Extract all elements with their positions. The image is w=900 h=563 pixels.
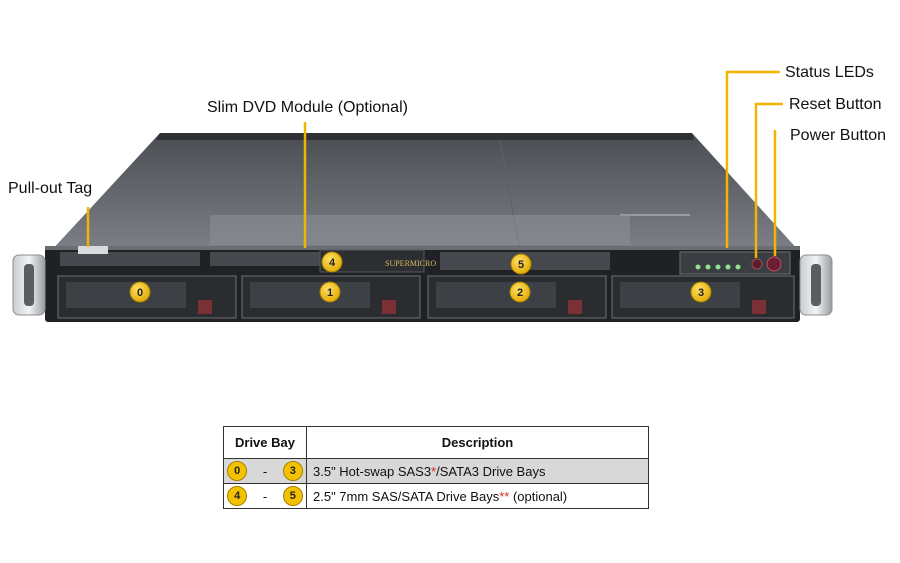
range-separator: - xyxy=(262,488,268,504)
bay-badge-1: 1 xyxy=(319,281,341,303)
bay-badge-label: 1 xyxy=(327,287,333,299)
description-main: 3.5" Hot-swap SAS3 xyxy=(313,463,432,479)
label-pull-out-tag: Pull-out Tag xyxy=(8,180,93,197)
drive-bay-0 xyxy=(57,275,237,319)
label-power-button: Power Button xyxy=(790,127,887,144)
status-led xyxy=(705,264,711,270)
bay-description: 2.5" 7mm SAS/SATA Drive Bays** (optional… xyxy=(306,483,649,509)
status-led-group xyxy=(695,264,741,270)
chassis-top-back-edge xyxy=(156,133,694,140)
status-led xyxy=(695,264,701,270)
power-button xyxy=(766,256,782,272)
description-rest: (optional) xyxy=(509,488,568,504)
label-slim-dvd: Slim DVD Module (Optional) xyxy=(207,99,408,116)
bay-badge-from: 0 xyxy=(227,461,248,481)
description-main: 2.5" 7mm SAS/SATA Drive Bays xyxy=(313,488,500,504)
drive-bay-table: Drive Bay Description 0 - 3 3.5" Hot-swa… xyxy=(223,426,649,509)
bay-badge-label: 3 xyxy=(698,287,704,299)
bay-badge-label: 2 xyxy=(517,287,523,299)
drive-bay-range: 0 - 3 xyxy=(223,458,307,484)
table-row: 4 - 5 2.5" 7mm SAS/SATA Drive Bays** (op… xyxy=(223,483,649,509)
callout-line-status-leds xyxy=(725,70,780,248)
server-front-diagram: SUPERMICRO 0 1 2 3 xyxy=(12,70,833,322)
callout-line-reset-button xyxy=(754,102,783,258)
bay-badge-label: 5 xyxy=(518,259,524,271)
bay-badge-label: 0 xyxy=(137,287,143,299)
footnote-mark: ** xyxy=(499,488,510,504)
bay-badge-4: 4 xyxy=(321,251,343,273)
table-header-row: Drive Bay Description xyxy=(223,426,649,459)
footnote-mark: * xyxy=(431,463,437,479)
status-led xyxy=(735,264,741,270)
description-rest: /SATA3 Drive Bays xyxy=(436,463,546,479)
label-status-leds: Status LEDs xyxy=(785,64,874,81)
bay-badge-to: 5 xyxy=(282,486,303,506)
status-led xyxy=(715,264,721,270)
drive-bay-range: 4 - 5 xyxy=(223,483,307,509)
column-header-description: Description xyxy=(306,426,649,459)
bay-badge-label: 4 xyxy=(329,257,336,269)
status-led xyxy=(725,264,731,270)
bay-badge-from: 4 xyxy=(227,486,248,506)
bay-description: 3.5" Hot-swap SAS3*/SATA3 Drive Bays xyxy=(306,458,649,484)
column-header-drive-bay: Drive Bay xyxy=(223,426,307,459)
pull-out-tag xyxy=(78,246,108,254)
callout-lines xyxy=(86,70,783,258)
bay-badge-to: 3 xyxy=(282,461,303,481)
range-separator: - xyxy=(262,463,268,479)
label-reset-button: Reset Button xyxy=(789,96,882,113)
bay-badge-0: 0 xyxy=(129,281,151,303)
bay-badge-3: 3 xyxy=(690,281,712,303)
reset-button xyxy=(751,258,763,270)
bay-badge-2: 2 xyxy=(509,281,531,303)
bay-badge-5: 5 xyxy=(510,253,532,275)
table-row: 0 - 3 3.5" Hot-swap SAS3*/SATA3 Drive Ba… xyxy=(223,458,649,484)
brand-logo: SUPERMICRO xyxy=(385,259,436,268)
slim-dvd-module xyxy=(319,249,425,273)
